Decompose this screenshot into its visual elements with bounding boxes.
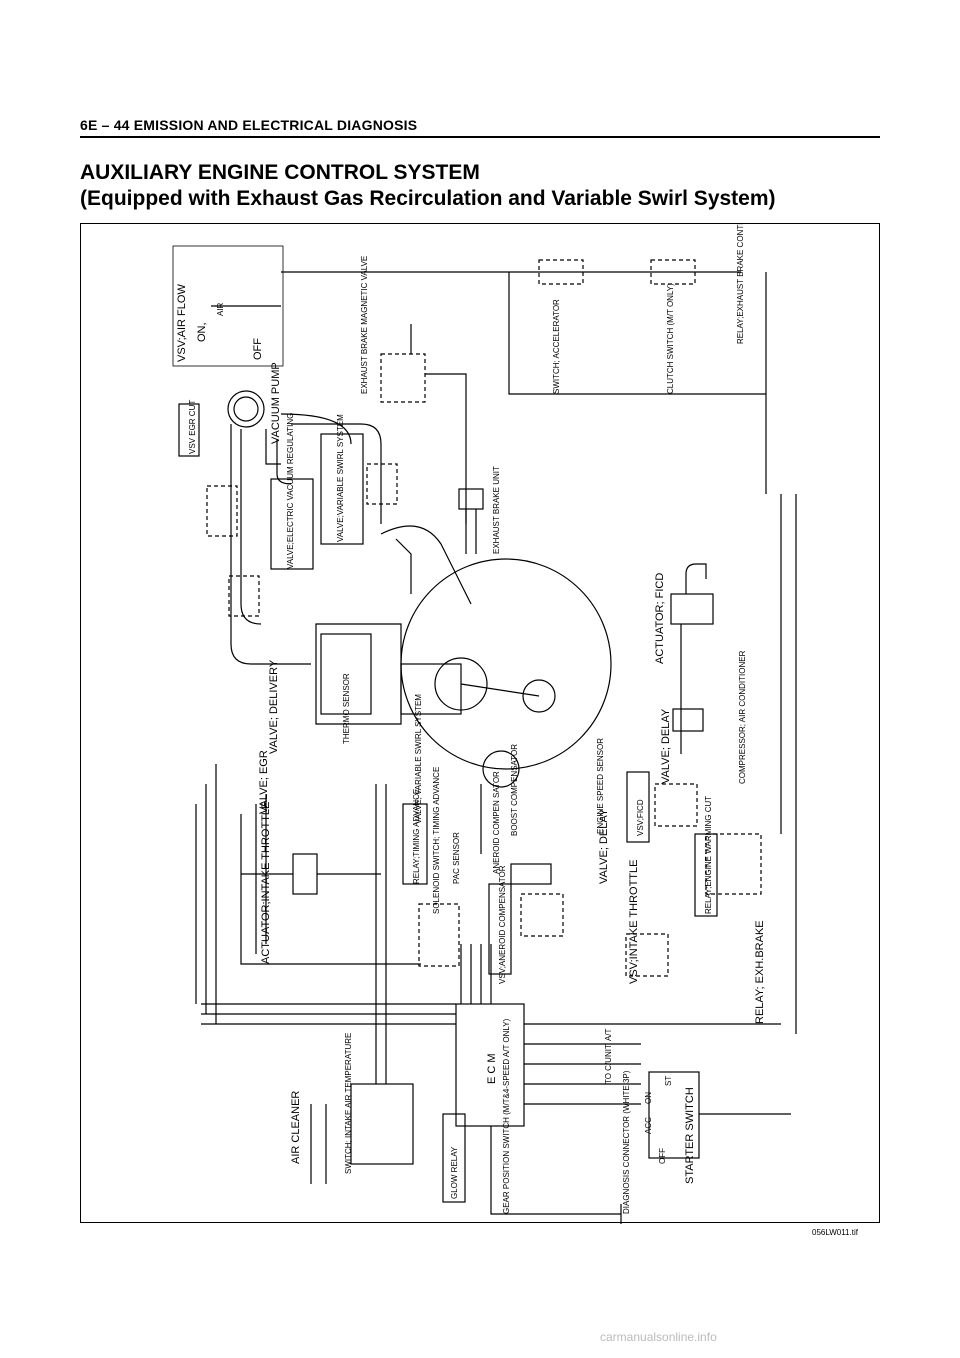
intake-throttle-actuator-symbol	[292, 853, 318, 895]
label-vsv-ficd: VSV;FICD	[636, 799, 645, 836]
label-air-cleaner: AIR CLEANER	[290, 1091, 302, 1164]
label-exhaust-brake-magnetic-valve: EXHAUST BRAKE MAGNETIC VALVE	[360, 256, 369, 394]
variable-swirl-valve-box	[320, 433, 364, 545]
label-air-flow-off: OFF	[252, 338, 264, 360]
vacuum-regulating-valve-box	[270, 478, 314, 570]
label-vsv-aneroid-compensator: VSV;ANEROID COMPENSATOR	[498, 865, 507, 984]
air-flow-legend-box	[172, 245, 284, 367]
label-engine-speed-sensor: ENGINE SPEED SENSOR	[596, 738, 605, 834]
label-pac-sensor: PAC SENSOR	[452, 832, 461, 884]
boost-compensator-symbol	[482, 750, 520, 788]
label-starter-switch: STARTER SWITCH	[684, 1087, 696, 1184]
warming-cut-relay-box	[705, 833, 762, 895]
vsv-ficd-box	[654, 783, 698, 827]
clutch-switch-box	[650, 259, 696, 285]
label-valve-variable-swirl-system: VALVE;VARIABLE SWIRL SYSTEM	[336, 414, 345, 542]
page-subtitle: (Equipped with Exhaust Gas Recirculation…	[80, 187, 776, 210]
intake-air-temperature-switch-box	[350, 1083, 414, 1165]
label-relay-timing-advance: RELAY;TIMING ADVANCE	[412, 789, 421, 884]
label-starter-off: OFF	[658, 1148, 667, 1164]
label-valve-variable-swirl: VALVE; VARIABLE SWIRL SYSTEM	[414, 694, 423, 824]
label-relay-exhaust-brake-control: RELAY;EXHAUST BRAKE CONTROL	[736, 224, 745, 344]
label-starter-st: ST	[664, 1076, 673, 1086]
starter-switch-box	[648, 1071, 700, 1159]
label-valve-delay-bottom: VALVE; DELAY	[598, 808, 610, 884]
glow-relay-box	[442, 1113, 466, 1203]
label-exhaust-brake-unit: EXHAUST BRAKE UNIT	[492, 466, 501, 554]
label-actuator-ficd: ACTUATOR; FICD	[654, 573, 666, 664]
label-switch-intake-air-temperature: SWITCH; INTAKE AIR TEMPERATURE	[344, 1033, 353, 1174]
label-relay-exh-brake: RELAY; EXH.BRAKE	[754, 920, 766, 1024]
exhaust-brake-valve-box	[380, 353, 426, 403]
label-diagnosis-connector: DIAGNOSIS CONNECTOR (WHITE;3P)	[622, 1070, 631, 1214]
page-title: AUXILIARY ENGINE CONTROL SYSTEM	[80, 161, 480, 184]
timing-advance-relay-box	[402, 803, 428, 885]
label-starter-on: ON	[644, 1092, 653, 1104]
vsv-egr-cut-box	[178, 403, 200, 457]
header-rule	[80, 136, 880, 138]
label-vacuum-pump: VACUUM PUMP	[270, 362, 282, 444]
label-air-flow-air: AIR	[216, 302, 225, 316]
thermo-sensor-housing	[320, 633, 372, 715]
schematic-lines	[172, 245, 797, 1224]
schematic-figure: VSV;AIR FLOW ON, AIR OFF VSV EGR CUT VAC…	[80, 223, 880, 1224]
label-valve-delay-top: VALVE; DELAY	[660, 708, 672, 784]
vacuum-pump-symbol	[227, 390, 265, 428]
label-air-flow-on: ON,	[196, 322, 208, 342]
label-valve-egr: VALVE; EGR	[258, 750, 270, 814]
label-solenoid-switch-timing-advance: SOLENOID SWITCH; TIMING ADVANCE	[432, 767, 441, 914]
label-vsv-egr-cut: VSV EGR CUT	[188, 400, 197, 454]
figure-id: 056LW011.tif	[812, 1228, 858, 1237]
delay-valve-symbol	[672, 708, 704, 732]
label-glow-relay: GLOW RELAY	[450, 1146, 459, 1199]
label-valve-delivery: VALVE; DELIVERY	[268, 659, 280, 754]
label-valve-electric-vacuum-regulating: VALVE;ELECTRIC VACUUM REGULATING	[286, 413, 295, 569]
label-switch-accelerator: SWITCH; ACCELERATOR	[552, 299, 561, 394]
accelerator-switch-box	[538, 259, 584, 285]
label-vsv-air-flow: VSV;AIR FLOW	[176, 284, 188, 362]
watermark: carmanualsonline.info	[600, 1330, 717, 1344]
label-relay-engine-warming-cut: RELAY;ENGINE WARMING CUT	[704, 796, 713, 914]
schematic-svg: VSV;AIR FLOW ON, AIR OFF VSV EGR CUT VAC…	[172, 224, 797, 1224]
label-gear-position-switch: GEAR POSITION SWITCH (M/T&4-SPEED A/T ON…	[502, 1018, 511, 1214]
ficd-actuator-symbol	[670, 593, 714, 625]
label-compressor-air-conditioner: COMPRESSOR; AIR CONDITIONER	[738, 650, 747, 784]
exhaust-brake-unit-symbol	[458, 488, 484, 510]
label-thermo-sensor: THERMO SENSOR	[342, 673, 351, 744]
ecm-box	[455, 1003, 525, 1127]
vsv-aneroid-box	[488, 883, 512, 975]
label-vsv-intake-throttle: VSV;INTAKE THROTTLE	[628, 860, 640, 985]
label-ecm: E C M	[486, 1053, 498, 1084]
label-aneroid-compensator: ANEROID COMPEN SATOR	[492, 771, 501, 874]
label-boost-compensator: BOOST COMPENSATOR	[510, 744, 519, 836]
label-to-c-unit-at: TO C/UNIT; A/T	[604, 1028, 613, 1084]
label-actuator-intake-throttle: ACTUATOR;INTAKE THROTTLE	[260, 802, 272, 964]
page-header: 6E – 44 EMISSION AND ELECTRICAL DIAGNOSI…	[80, 117, 418, 133]
label-starter-acc: ACC	[644, 1117, 653, 1134]
label-clutch-switch: CLUTCH SWITCH (M/T ONLY)	[666, 283, 675, 394]
